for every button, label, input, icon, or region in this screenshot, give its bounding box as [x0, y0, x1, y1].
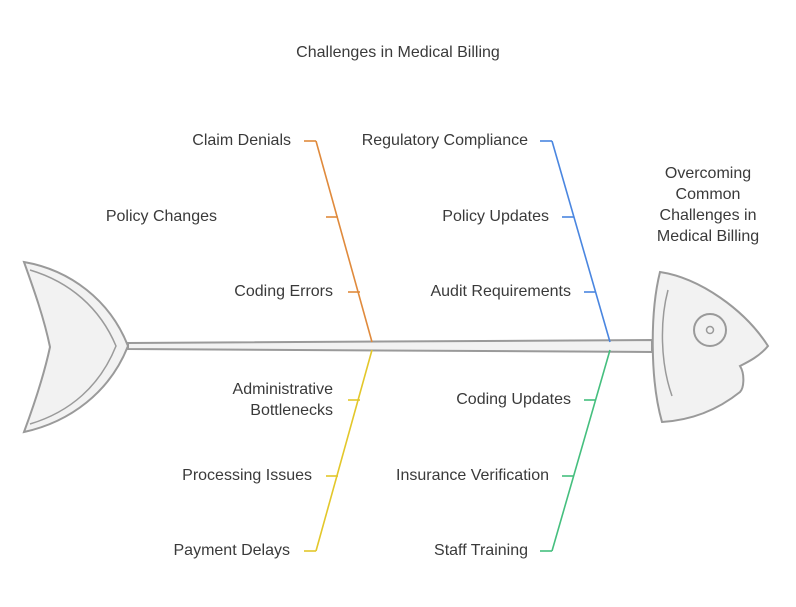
cause-label: Policy Changes — [105, 208, 217, 225]
fish-head — [651, 270, 770, 424]
cause-label: Coding Errors — [234, 283, 333, 300]
cause-label: Audit Requirements — [430, 283, 571, 300]
bones-layer — [304, 140, 611, 552]
cause-label: Processing Issues — [182, 467, 312, 484]
cause-label: Regulatory Compliance — [361, 132, 528, 149]
bone-regulatory — [551, 140, 611, 343]
fish-spine — [127, 338, 653, 354]
fish-tail-inner-line — [29, 269, 117, 425]
cause-label: Coding Updates — [456, 391, 571, 408]
fish-eye-inner — [705, 325, 715, 335]
fish-tail — [22, 260, 130, 434]
cause-label: Claim Denials — [192, 132, 291, 149]
bone-training — [551, 349, 611, 552]
cause-label: Policy Updates — [442, 208, 549, 225]
diagram-title: Challenges in Medical Billing — [296, 44, 500, 61]
cause-label: Insurance Verification — [396, 467, 549, 484]
head-label: Overcoming Common Challenges in Medical … — [656, 165, 760, 245]
cause-label: Staff Training — [434, 542, 528, 559]
cause-label: Administrative Bottlenecks — [232, 381, 333, 419]
fish-gill-line — [661, 289, 673, 397]
cause-label: Payment Delays — [173, 542, 291, 559]
bone-claims — [315, 140, 373, 343]
bone-administrative — [315, 349, 373, 552]
